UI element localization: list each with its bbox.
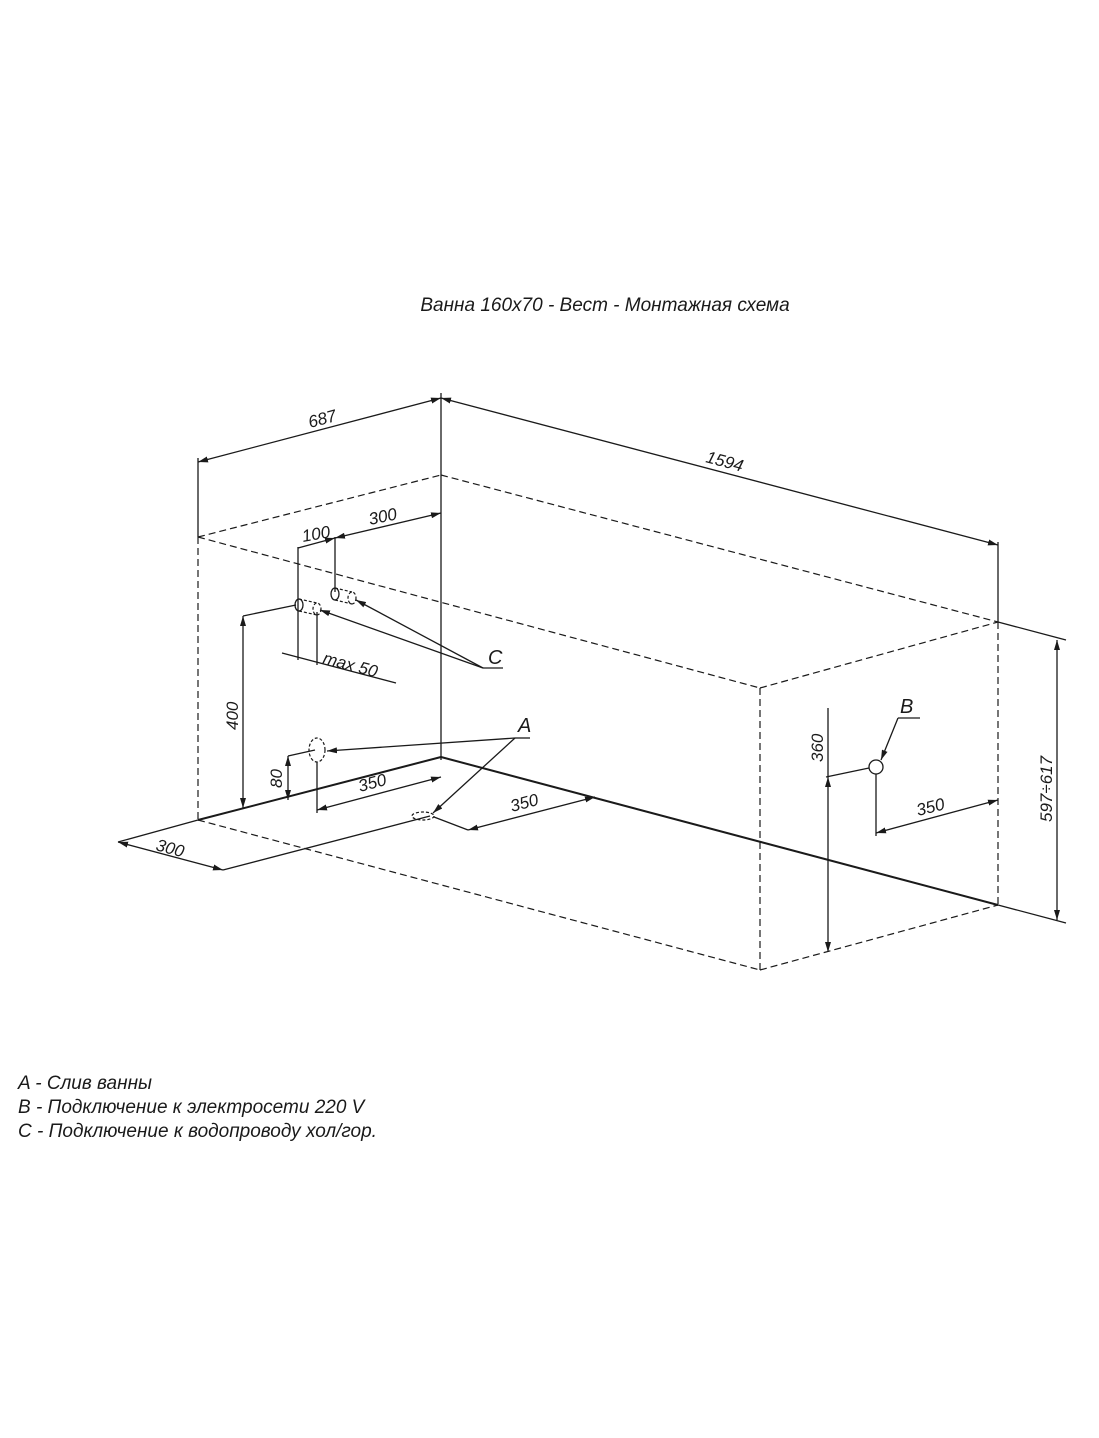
- legend: A - Слив ванны B - Подключение к электро…: [18, 1072, 377, 1144]
- dimension-c-max-label: max 50: [321, 649, 380, 682]
- drain-hole: [411, 811, 435, 821]
- dimension-a-height-label: 80: [267, 769, 286, 788]
- dimension-height-label: 597÷617: [1037, 755, 1056, 822]
- marker-c-label: C: [488, 647, 503, 669]
- bathtub-box: [197, 393, 999, 971]
- dimension-length-label: 1594: [704, 448, 745, 476]
- dimension-c-height-label: 400: [223, 701, 242, 730]
- legend-item-b: B - Подключение к электросети 220 V: [18, 1097, 365, 1118]
- dimension-c-offset-label: 300: [367, 504, 399, 529]
- drain-outlet-a: [308, 737, 326, 763]
- electrical-connection-b: [868, 759, 884, 775]
- dimension-width-line: [197, 397, 442, 463]
- legend-item-c: C - Подключение к водопроводу хол/гор.: [18, 1121, 377, 1142]
- legend-item-a: A - Слив ванны: [18, 1073, 153, 1094]
- dimension-length-line: [440, 397, 999, 546]
- dimension-b-offset-label: 350: [914, 794, 947, 819]
- dimension-c-spacing-label: 100: [300, 522, 332, 546]
- dimension-width-label: 687: [306, 406, 339, 432]
- water-connection-c: [294, 587, 357, 616]
- diagram-title: Ванна 160x70 - Вест - Монтажная схема: [420, 295, 789, 316]
- dimension-floor-offset-label: 300: [154, 836, 187, 862]
- marker-a-label: A: [517, 715, 531, 737]
- marker-b-label: B: [900, 696, 913, 718]
- dimension-b-height-label: 360: [808, 733, 827, 762]
